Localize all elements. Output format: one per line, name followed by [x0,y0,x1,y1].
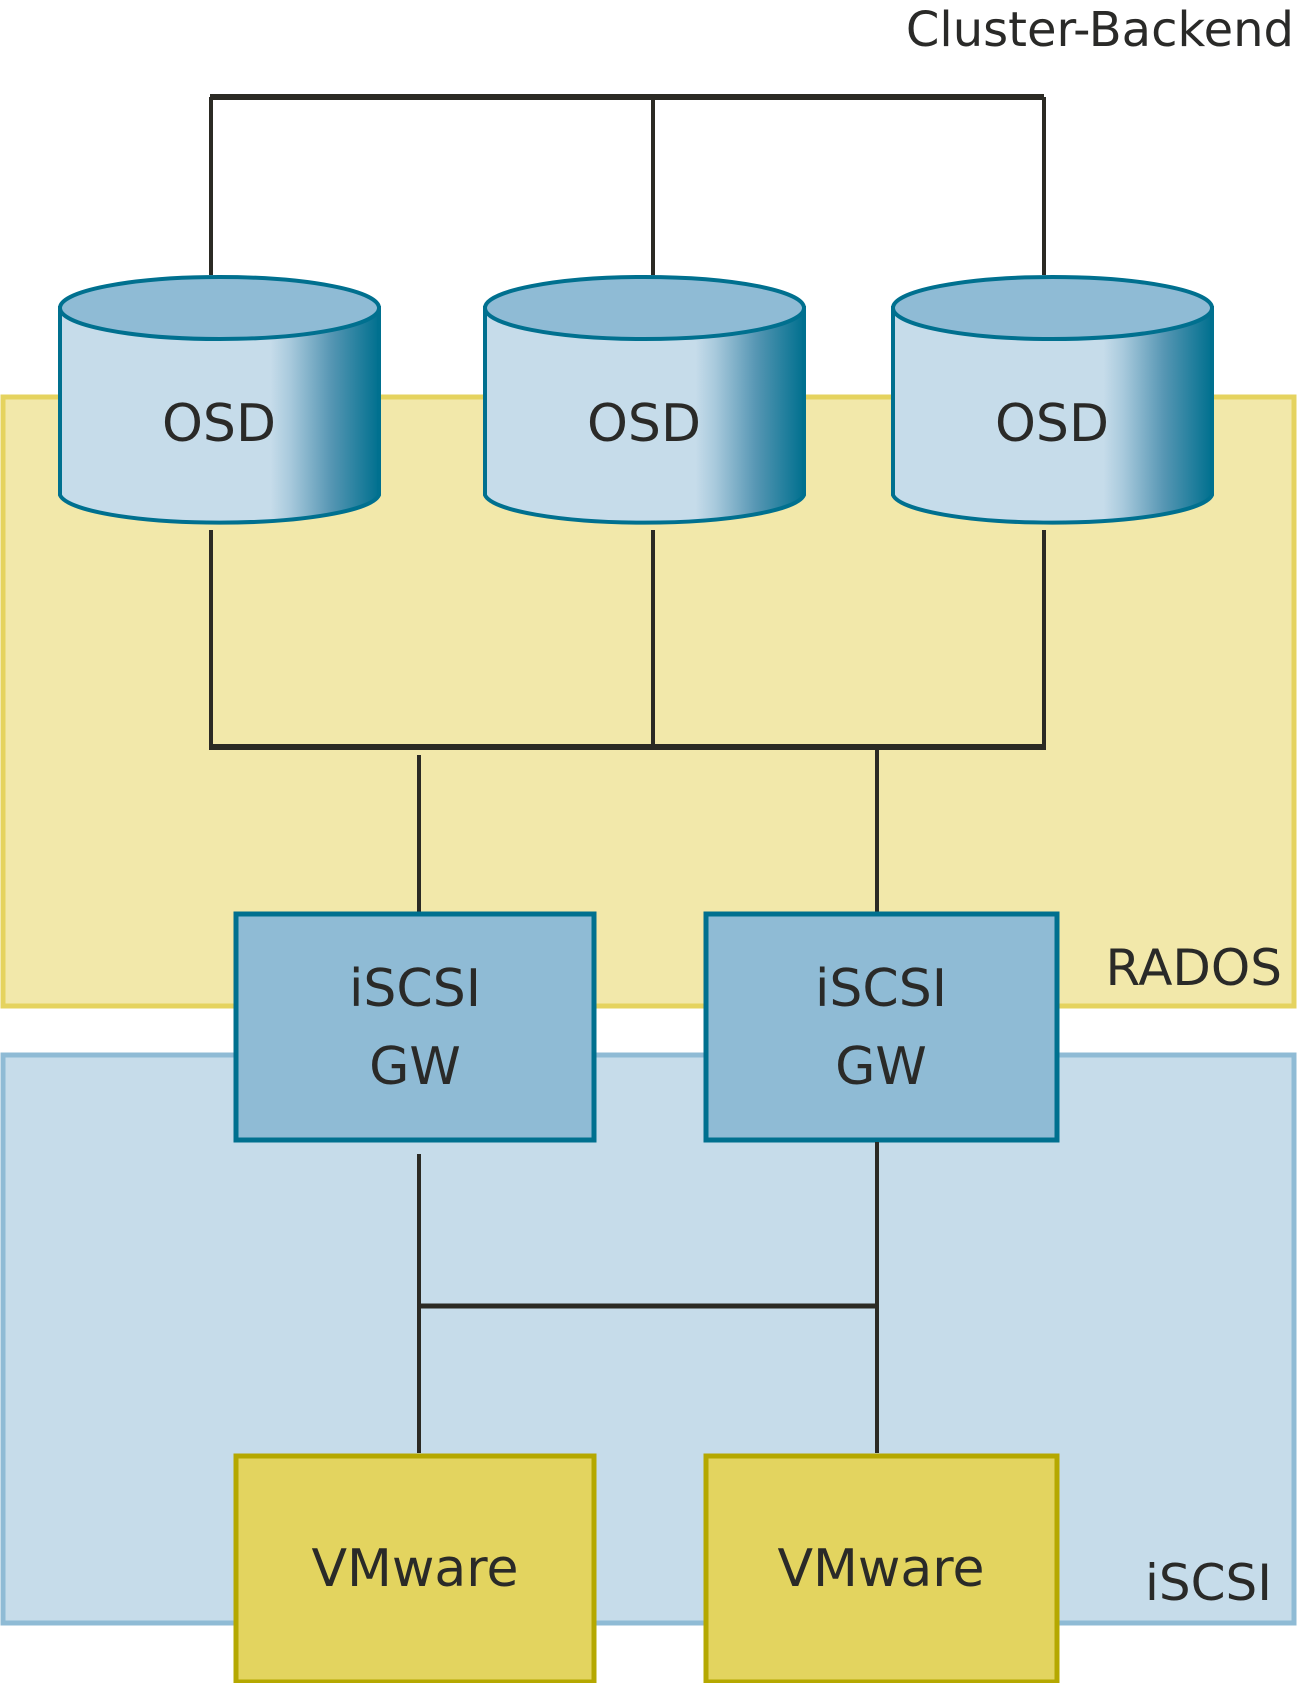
host-label: VMware [777,1539,984,1599]
osd-node: OSD [58,275,381,525]
cluster-backend-bus [209,94,1046,275]
osd-cylinder-body [891,306,1214,525]
vmware-host: VMware [703,1453,1060,1683]
osd-node: OSD [483,275,806,525]
gateway-label-line1: iSCSI [349,959,481,1019]
osd-cylinder-body [58,306,381,525]
osd-cylinder-top [891,275,1214,341]
gateway-label-line2: GW [835,1037,927,1097]
cluster-backend-label: Cluster-Backend [906,2,1294,58]
osd-label: OSD [162,394,276,454]
iscsi-bus [417,1142,879,1453]
gateway-label-line2: GW [369,1037,461,1097]
gateway-label-line1: iSCSI [815,959,947,1019]
osd-cylinder-top [483,275,806,341]
iscsi-zone [0,1052,1297,1626]
osd-node: OSD [891,275,1214,525]
host-label: VMware [311,1539,518,1599]
public-bus [209,530,1046,912]
osd-label: OSD [995,394,1109,454]
osd-cylinder-body [483,306,806,525]
iscsi-gateway: iSCSI GW [703,911,1060,1143]
osd-cylinder-top [58,275,381,341]
iscsi-gateway: iSCSI GW [233,911,597,1143]
rados-zone-label: RADOS [1105,939,1282,997]
osd-label: OSD [587,394,701,454]
iscsi-zone-label: iSCSI [1145,1554,1272,1612]
vmware-host: VMware [233,1453,597,1683]
